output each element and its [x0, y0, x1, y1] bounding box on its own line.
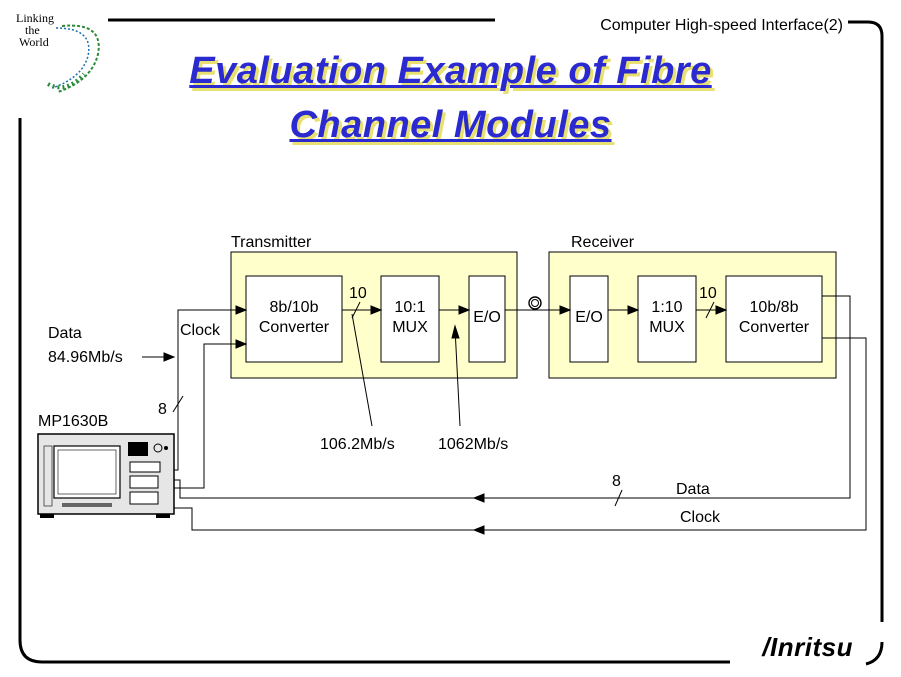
- rx-converter-block: [725, 275, 823, 363]
- bus-width-in: 8: [158, 401, 167, 418]
- tx-converter-line2: Converter: [259, 319, 330, 336]
- logo: Linking the World: [16, 12, 86, 48]
- brand-logo: /Inritsu: [762, 632, 853, 662]
- rate-1062-label: 1062Mb/s: [438, 436, 508, 453]
- mp1630b-instrument-icon: [37, 433, 175, 518]
- logo-swirl-icon: [47, 24, 100, 93]
- return-clock-label: Clock: [680, 509, 721, 526]
- receiver-label: Receiver: [571, 234, 635, 251]
- demux-block: [637, 275, 697, 363]
- receiver-module: [548, 251, 837, 379]
- rx-converter-line1: 10b/8b: [750, 299, 799, 316]
- return-data-label: Data: [676, 481, 710, 498]
- logo-line-3: World: [19, 35, 49, 49]
- slide-subject: Computer High-speed Interface(2): [600, 17, 843, 34]
- optical-connector-icon: [528, 296, 542, 310]
- input-data-label: Data: [48, 325, 82, 342]
- demux-line2: MUX: [649, 319, 685, 336]
- logo-line-1: Linking: [16, 11, 54, 25]
- tx-converter-block: [245, 275, 343, 363]
- input-rate-label: 84.96Mb/s: [48, 349, 123, 366]
- tx-eo-block: [468, 275, 506, 363]
- mux-line1: 10:1: [394, 299, 425, 316]
- transmitter-label: Transmitter: [231, 234, 312, 251]
- bus-width-rx: 10: [699, 285, 717, 302]
- rx-eo-label: E/O: [575, 309, 603, 326]
- signal-lines: [142, 295, 867, 535]
- input-clock-label: Clock: [180, 322, 221, 339]
- rx-eo-block: [569, 275, 609, 363]
- tx-eo-label: E/O: [473, 309, 501, 326]
- rate-106-label: 106.2Mb/s: [320, 436, 395, 453]
- slide-title-line-1: Evaluation Example of Fibre: [189, 50, 712, 92]
- bus-width-out: 8: [612, 473, 621, 490]
- logo-line-2: the: [25, 23, 40, 37]
- mux-block: [380, 275, 440, 363]
- bus-width-tx: 10: [349, 285, 367, 302]
- instrument-label: MP1630B: [38, 413, 108, 430]
- demux-line1: 1:10: [651, 299, 682, 316]
- slide-title-line-2: Channel Modules: [289, 104, 612, 146]
- mux-line2: MUX: [392, 319, 428, 336]
- tx-converter-line1: 8b/10b: [270, 299, 319, 316]
- transmitter-module: [230, 251, 518, 379]
- rx-converter-line2: Converter: [739, 319, 810, 336]
- slide-frame: [18, 18, 884, 666]
